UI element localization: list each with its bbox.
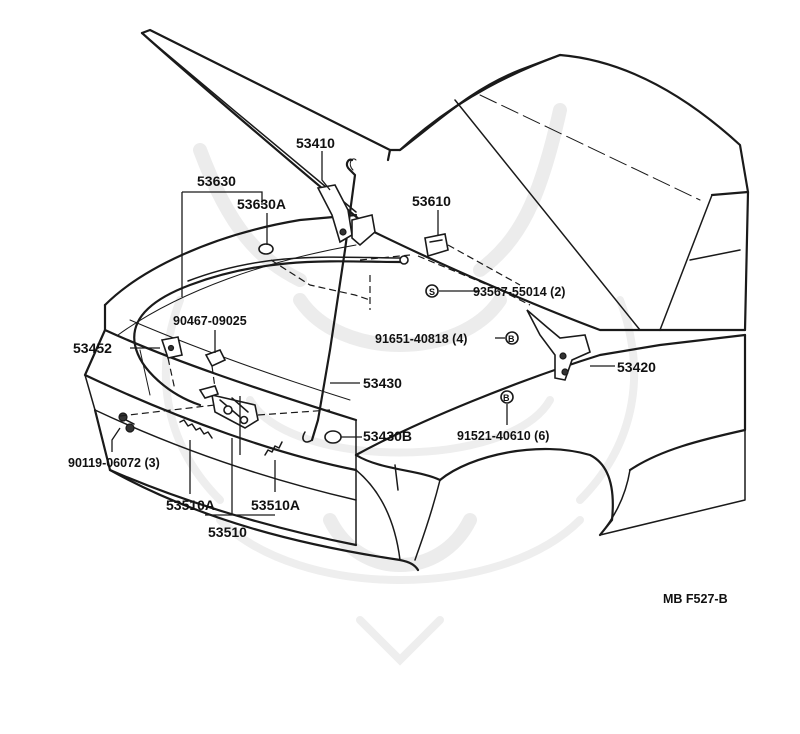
part-labels: 53410 53630 53630A 53610 93567-55014 (2)… [68,135,656,540]
dashed-leaders [119,244,531,417]
leader-lines [111,151,615,516]
spring-left [179,419,213,439]
label-53430: 53430 [363,375,402,391]
hood-hinge-left [316,184,376,247]
cable-bracket [160,336,183,359]
hood-hinge-right [526,309,591,381]
label-91651: 91651-40818 (4) [375,332,467,346]
label-90467: 90467-09025 [173,314,247,328]
svg-text:S: S [429,287,435,297]
label-53452: 53452 [73,340,112,356]
support-holder [424,233,449,258]
spring-right [264,441,283,456]
rod-grommet [324,430,342,444]
watermark-emblem [161,103,639,666]
svg-text:B: B [508,334,515,344]
label-53630: 53630 [197,173,236,189]
label-53610: 53610 [412,193,451,209]
label-91521: 91521-40610 (6) [457,429,549,443]
label-93567: 93567-55014 (2) [473,285,565,299]
label-53510A-right: 53510A [251,497,300,513]
cab [398,53,750,332]
label-53510: 53510 [208,524,247,540]
label-53430B: 53430B [363,428,412,444]
label-53510A-left: 53510A [166,497,215,513]
cable-clip [258,243,274,255]
svg-text:B: B [503,393,510,403]
label-53420: 53420 [617,359,656,375]
fender [354,223,747,561]
label-53410: 53410 [296,135,335,151]
label-90119: 90119-06072 (3) [68,456,160,470]
label-53630A: 53630A [237,196,286,212]
hood-lock [198,385,259,429]
hood-support-rod [302,158,357,443]
fastener-symbols: S B B [425,284,519,404]
diagram-code: MB F527-B [663,592,728,606]
